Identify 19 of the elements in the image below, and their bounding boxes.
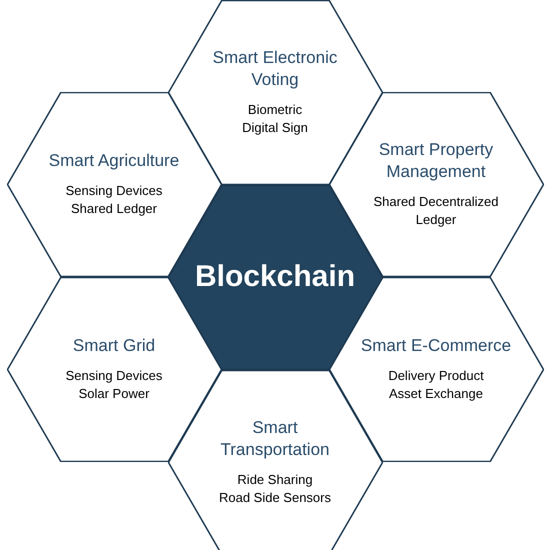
tile-text: Sensing Devices xyxy=(66,367,162,385)
tile-heading: Smart Electronic Voting xyxy=(212,47,338,91)
tile-text: Solar Power xyxy=(78,385,150,403)
tile-heading: Smart Property Management xyxy=(378,139,494,183)
tile-text: Shared Decentralized Ledger xyxy=(372,193,500,229)
center-heading: Blockchain xyxy=(194,260,356,294)
hexagon-tile xyxy=(168,370,382,550)
tile-text: Ride Sharing xyxy=(237,471,313,489)
tile-heading: Smart Grid xyxy=(72,335,156,357)
tile-text: Delivery Product xyxy=(388,367,484,385)
tile-heading: Smart E-Commerce xyxy=(360,335,512,357)
tile-text: Digital Sign xyxy=(242,119,308,137)
tile-heading: Smart Transportation xyxy=(220,417,330,461)
tile-text: Road Side Sensors xyxy=(218,489,331,507)
tile-heading: Smart Agriculture xyxy=(48,150,180,172)
tile-text: Shared Ledger xyxy=(70,200,157,218)
tile-text: Asset Exchange xyxy=(389,385,483,403)
tile-text: Biometric xyxy=(248,101,302,119)
tile-text: Sensing Devices xyxy=(66,182,162,200)
